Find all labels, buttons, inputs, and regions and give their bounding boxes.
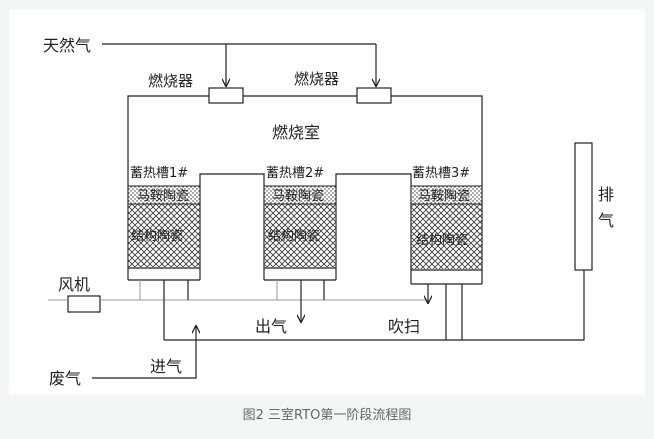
- label-saddle-3: 马鞍陶瓷: [418, 188, 470, 204]
- label-combustion-chamber: 燃烧室: [272, 123, 320, 142]
- label-exhaust-2: 气: [598, 211, 614, 230]
- exhaust-return-pipe: [164, 270, 585, 341]
- burner-right-box: [356, 87, 392, 104]
- label-chamber3: 蓄热槽3#: [412, 166, 470, 181]
- chamber-divider-2: [335, 173, 412, 284]
- label-chamber2: 蓄热槽2#: [266, 166, 324, 181]
- exhaust-stack: [574, 142, 593, 271]
- burner-left-box: [208, 87, 244, 104]
- label-burner-left: 燃烧器: [148, 72, 193, 90]
- figure-caption: 图2 三室RTO第一阶段流程图: [242, 408, 412, 423]
- label-exhaust-1: 排: [598, 185, 614, 204]
- label-structured-3: 结构陶瓷: [416, 232, 468, 248]
- chamber3-bottom: [411, 269, 482, 285]
- chamber2-structured-packing: [264, 204, 336, 267]
- label-structured-2: 结构陶瓷: [268, 228, 320, 244]
- chamber1-saddle-packing: [128, 186, 200, 204]
- label-fan: 风机: [58, 275, 90, 294]
- chamber1-structured-packing: [128, 204, 200, 267]
- label-inlet-gas: 进气: [150, 357, 182, 376]
- label-burner-right: 燃烧器: [294, 70, 339, 88]
- chamber2-saddle-packing: [264, 186, 336, 204]
- label-natural-gas: 天然气: [43, 36, 91, 55]
- fan-box: [67, 295, 101, 313]
- chamber3-structured-packing: [411, 204, 482, 269]
- label-chamber1: 蓄热槽1#: [130, 166, 188, 181]
- waste-gas-pipe: [92, 326, 196, 379]
- label-waste-gas: 废气: [49, 369, 81, 388]
- chamber1-bottom: [128, 267, 200, 281]
- combustion-chamber-outline: [127, 95, 483, 284]
- label-outlet-gas: 出气: [255, 317, 287, 336]
- label-structured-1: 结构陶瓷: [131, 228, 183, 244]
- chamber2-bottom: [264, 267, 336, 281]
- label-saddle-2: 马鞍陶瓷: [272, 188, 324, 204]
- chamber-divider-1: [199, 173, 265, 280]
- chamber3-saddle-packing: [411, 186, 482, 204]
- label-saddle-1: 马鞍陶瓷: [137, 188, 189, 204]
- label-purge: 吹扫: [388, 317, 420, 336]
